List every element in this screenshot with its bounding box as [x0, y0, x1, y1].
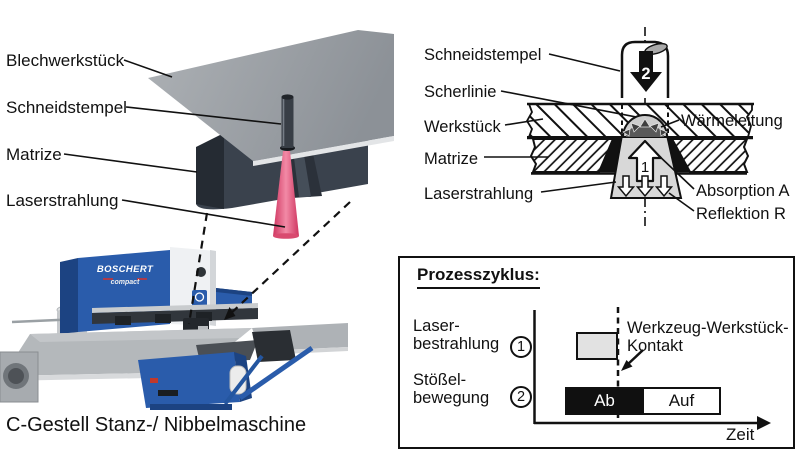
- table-sheen: [30, 328, 252, 342]
- machine-tool-unit-top: [216, 288, 252, 296]
- leader-punch: [125, 106, 282, 125]
- laser-beam-3d-foot: [273, 233, 299, 239]
- leader-reflection: [668, 192, 695, 212]
- contact-pointer: [626, 349, 644, 366]
- punch-station-holder: [198, 326, 208, 332]
- heat-conduction-arrows: [622, 118, 668, 137]
- leader-workpiece: [504, 118, 544, 126]
- cs-die-left: [529, 138, 615, 173]
- die-3d-notch-face: [293, 149, 311, 197]
- time-axis-label: Zeit: [726, 425, 755, 444]
- table-strut: [223, 354, 264, 406]
- fan-vent-inner: [8, 368, 24, 384]
- stroke-down-segment: Ab: [567, 389, 642, 413]
- time-axis-arrowhead: [757, 416, 771, 430]
- row-marker-laser: 1: [510, 336, 532, 358]
- callout-line-left: [187, 212, 209, 325]
- cs-label-laser: Laserstrahlung: [424, 185, 534, 203]
- row-label-laser: Laser- bestrahlung: [413, 317, 499, 353]
- sheet-clamp: [196, 312, 212, 321]
- cs-die-right: [670, 138, 750, 173]
- row-label-ram: Stößel- bewegung: [413, 371, 489, 407]
- process-cycle-title: Prozesszyklus:: [417, 265, 540, 289]
- label-die: Matrize: [6, 145, 62, 164]
- leader-die: [63, 153, 198, 173]
- contact-pointer-arrowhead: [621, 360, 633, 371]
- process-cycle-title-text: Prozesszyklus:: [417, 265, 540, 289]
- leader-absorption: [655, 152, 695, 190]
- contact-label-line1: Werkzeug-Werkstück-: [627, 319, 789, 337]
- process-cycle-box: Prozesszyklus: Laser- bestrahlung 1 Stöß…: [398, 256, 795, 449]
- sheet-clamp: [155, 314, 171, 323]
- punch-3d: [281, 97, 294, 148]
- machine-photo: BOSCHERT compact: [0, 247, 348, 410]
- cs-label-reflection: Reflektion R: [696, 205, 786, 223]
- row-label-ram-line1: Stößel-: [413, 371, 467, 389]
- cross-section-diagram: 2 1: [484, 27, 754, 230]
- ram-stroke-bar: Ab Auf: [565, 387, 721, 415]
- leader-cs-punch: [548, 53, 621, 72]
- table-mechanism: [252, 330, 296, 362]
- cs-label-workpiece: Werkstück: [424, 118, 501, 136]
- cs-label-shear-line: Scherlinie: [424, 83, 497, 101]
- callout-arrowhead: [224, 307, 236, 320]
- leader-sheet: [123, 59, 173, 78]
- sheet-3d: [148, 30, 394, 161]
- reflection-arrows: [616, 175, 674, 198]
- cs-leader-lines: [484, 53, 695, 212]
- label-laser: Laserstrahlung: [6, 191, 119, 210]
- table-strut: [238, 345, 314, 401]
- cs-label-punch: Schneidstempel: [424, 46, 542, 64]
- row-label-laser-line1: Laser-: [413, 317, 460, 335]
- leader-shear-line: [500, 90, 637, 118]
- stroke-up-segment: Auf: [641, 389, 719, 413]
- die-3d-side: [196, 133, 224, 209]
- leader-laser: [121, 199, 286, 228]
- row-label-ram-line2: bewegung: [413, 389, 490, 407]
- machine-rail-top: [92, 303, 258, 313]
- row-marker-ram: 2: [510, 386, 532, 408]
- exploded-3d-view: [148, 30, 394, 239]
- contact-label: Werkzeug-Werkstück- Kontakt: [627, 319, 789, 355]
- label-punch: Schneidstempel: [6, 98, 127, 117]
- punch-motion-arrow: [630, 51, 662, 92]
- machine-emblem-ring: [194, 292, 205, 302]
- left-leader-lines: [63, 59, 286, 228]
- machine-brand-logo: BOSCHERT: [97, 264, 154, 275]
- machine-slot: [158, 390, 178, 396]
- machine-warning-label: [150, 378, 158, 383]
- cs-label-absorption: Absorption A: [696, 182, 790, 200]
- machine-rail: [92, 308, 258, 324]
- machine-foot: [150, 404, 232, 410]
- laser-step-number: 1: [641, 159, 649, 176]
- laser-beam-3d: [273, 151, 299, 236]
- contact-label-line2: Kontakt: [627, 336, 683, 355]
- leader-heat-conduction: [660, 119, 680, 128]
- cs-label-die: Matrize: [424, 150, 479, 168]
- machine-series-logo: compact: [111, 279, 140, 286]
- machine-caption: C-Gestell Stanz-/ Nibbelmaschine: [6, 414, 307, 436]
- sheet-clamp: [115, 316, 131, 325]
- detail-callout-lines: [187, 201, 351, 325]
- leader-cs-laser: [540, 181, 617, 193]
- label-sheet-workpiece: Blechwerkstück: [6, 51, 125, 70]
- row-label-laser-line2: bestrahlung: [413, 335, 500, 353]
- laser-on-bar: [576, 332, 618, 360]
- punch-step-number: 2: [641, 65, 650, 83]
- machine-body-side: [60, 258, 78, 334]
- cs-label-heat-conduction: Wärmeleitung: [681, 112, 783, 130]
- punch-3d-top: [281, 94, 294, 100]
